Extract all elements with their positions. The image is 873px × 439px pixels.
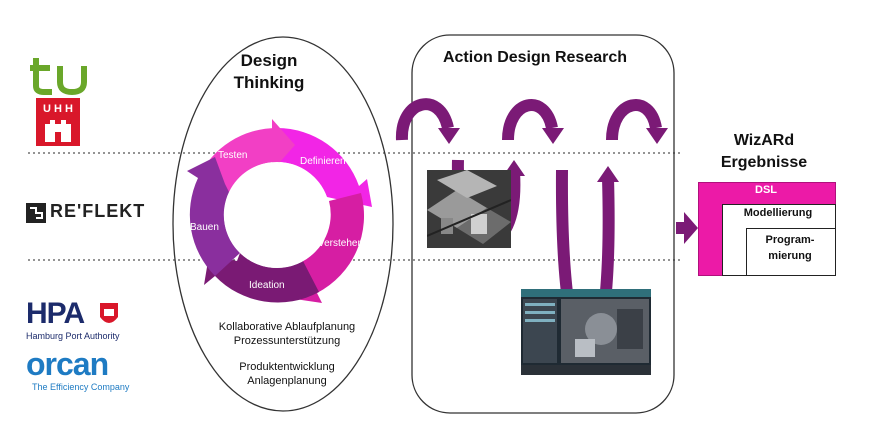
- hpa-wordmark: HPA: [26, 297, 85, 330]
- adr-arrowheads: [438, 128, 668, 182]
- loop-arrow-2: [502, 99, 558, 141]
- orcan-logo: orcan The Efficiency Company: [26, 346, 136, 396]
- wizard-title-line2: Ergebnisse: [720, 154, 808, 171]
- uhh-logo-text: U H H: [43, 103, 73, 115]
- ar-city-screenshot: [427, 170, 511, 248]
- cycle-label-definieren: Definieren: [300, 156, 346, 167]
- item-kollaborative-ablaufplanung: Kollaborative Ablaufplanung: [218, 321, 356, 333]
- uhh-logo: U H H: [36, 98, 80, 146]
- cycle-arrowhead-testen: [272, 119, 295, 171]
- programmierung-label-line2: mierung: [768, 250, 812, 262]
- adr-box: [411, 34, 675, 414]
- wizard-title-line1: WizARd: [733, 132, 795, 149]
- loop-arrow-3: [606, 99, 662, 141]
- item-prozessunterstuetzung: Prozessunterstützung: [233, 335, 341, 347]
- tu-logo: [30, 58, 87, 96]
- orcan-wordmark: orcan: [26, 346, 109, 382]
- item-produktentwicklung: Produktentwicklung: [239, 361, 335, 373]
- reflekt-icon: [26, 203, 46, 223]
- cycle-label-ideation: Ideation: [249, 280, 285, 291]
- programmierung-label: Program- mierung: [746, 232, 834, 264]
- adr-title: Action Design Research: [442, 49, 628, 66]
- design-thinking-items: Kollaborative Ablaufplanung Prozessunter…: [182, 320, 392, 388]
- orcan-subtitle: The Efficiency Company: [32, 382, 130, 392]
- hpa-logo: HPA Hamburg Port Authority: [26, 297, 126, 345]
- wizard-title: WizARd Ergebnisse: [704, 130, 824, 174]
- cycle-segment-ideation: [204, 253, 319, 303]
- reflekt-logo: RE'FLEKT: [26, 201, 156, 225]
- design-thinking-title: Design Thinking: [224, 50, 314, 94]
- cycle-label-bauen: Bauen: [190, 222, 219, 233]
- loop-arrowhead-1: [438, 128, 460, 144]
- dsl-label: DSL: [755, 184, 777, 196]
- loop-arrow-1: [396, 98, 454, 141]
- programmierung-box: [746, 228, 836, 276]
- cycle-ring: [187, 119, 372, 303]
- cycle-label-verstehen: Verstehen: [318, 238, 364, 249]
- hpa-crest-icon: [100, 303, 118, 323]
- cycle-segment-verstehen: [295, 193, 365, 303]
- results-arrow: [676, 212, 698, 244]
- ar-machine-screenshot: [521, 289, 651, 375]
- design-thinking-ellipse: [172, 36, 394, 412]
- cycle-segment-definieren: [277, 128, 372, 207]
- programmierung-label-line1: Program-: [765, 234, 815, 246]
- loop-arrowhead-2: [542, 128, 564, 144]
- modellierung-label: Modellierung: [743, 207, 813, 219]
- cycle-label-testen: Testen: [218, 150, 248, 161]
- design-thinking-title-line1: Design: [240, 51, 298, 70]
- design-thinking-title-line2: Thinking: [233, 73, 305, 92]
- reflekt-wordmark: RE'FLEKT: [50, 201, 146, 221]
- loop-arrowhead-3: [646, 128, 668, 144]
- item-anlagenplanung: Anlagenplanung: [247, 375, 327, 387]
- hpa-subtitle: Hamburg Port Authority: [26, 331, 120, 341]
- cycle-segment-bauen: [187, 157, 240, 276]
- deep-arrowhead-2: [597, 166, 619, 182]
